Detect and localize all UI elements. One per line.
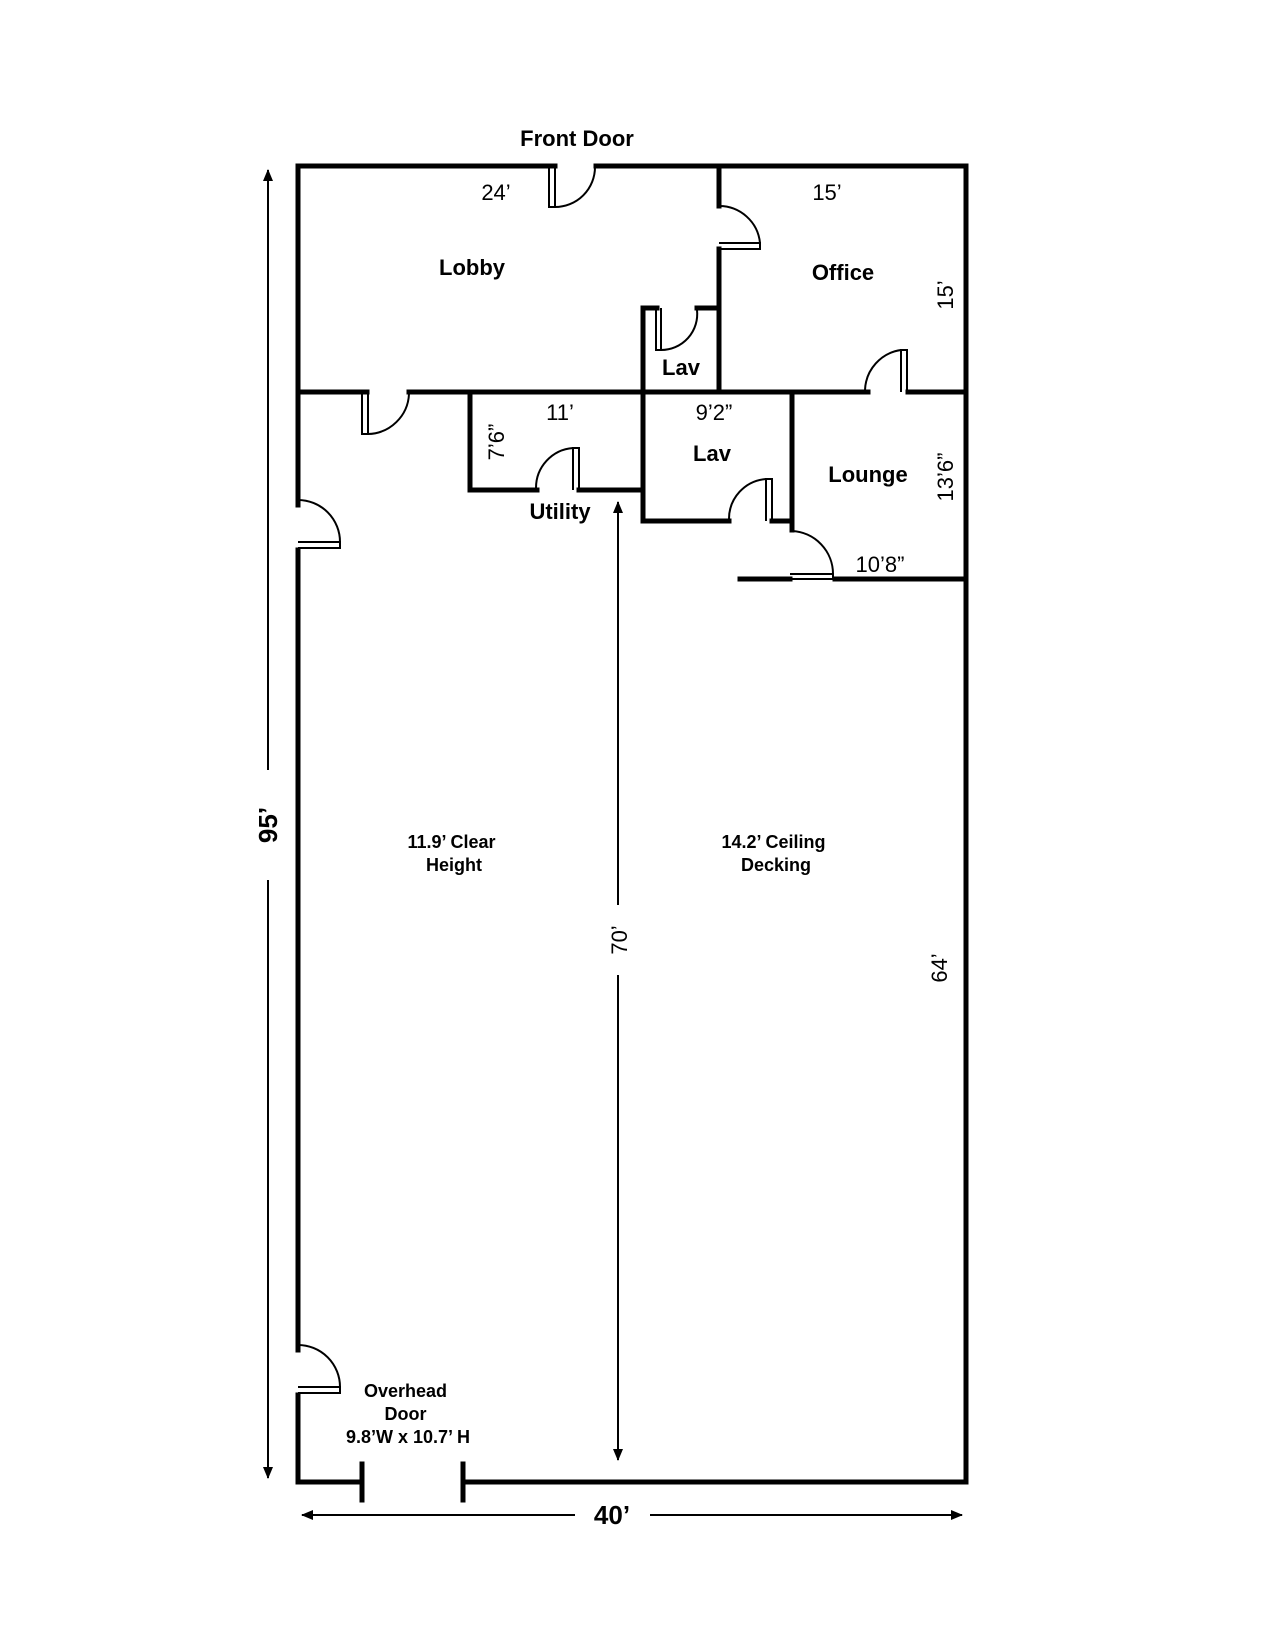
utility-label: Utility xyxy=(529,499,591,524)
lobby-width-dim: 24’ xyxy=(481,180,510,205)
lower-lav-door-swing-icon xyxy=(727,478,773,521)
lounge-width-dim: 10’8” xyxy=(856,552,905,577)
overhead-door-swing-icon xyxy=(297,1344,341,1394)
overall-width-dim: 40’ xyxy=(594,1500,630,1530)
office-depth-dim: 15’ xyxy=(933,280,958,309)
utility-width-dim: 11’ xyxy=(546,400,574,425)
warehouse-depth-dim: 70’ xyxy=(607,925,632,954)
exterior-walls xyxy=(295,163,969,1503)
lounge-label: Lounge xyxy=(828,462,907,487)
office-label: Office xyxy=(812,260,874,285)
lav-upper-label: Lav xyxy=(662,355,701,380)
dimension-labels: 24’ 15’ 15’ 11’ 7’6” 9’2” 13’6” 10’8” 70… xyxy=(253,180,958,1530)
doors xyxy=(297,166,908,1394)
utility-door-swing-icon xyxy=(534,447,580,490)
dimension-lines xyxy=(263,169,963,1520)
interior-walls xyxy=(297,163,969,582)
office-lower-door-swing-icon xyxy=(864,349,908,392)
overall-depth-dim: 95’ xyxy=(253,807,283,843)
office-width-dim: 15’ xyxy=(812,180,841,205)
lounge-depth-dim: 13’6” xyxy=(933,453,958,502)
front-door-swing-icon xyxy=(548,166,596,208)
side-door-swing-icon xyxy=(297,499,341,549)
utility-depth-dim: 7’6” xyxy=(484,424,509,461)
clear-height-label: 11.9’ Clear Height xyxy=(407,832,500,875)
upper-lav-door-swing-icon xyxy=(655,308,699,352)
front-door-label: Front Door xyxy=(520,126,634,151)
lav-lower-label: Lav xyxy=(693,441,732,466)
corridor-door-swing-icon xyxy=(361,392,410,435)
ceiling-decking-label: 14.2’ Ceiling Decking xyxy=(721,832,830,875)
right-wall-dim: 64’ xyxy=(927,953,952,982)
overhead-door-label: Overhead Door 9.8’W x 10.7’ H xyxy=(346,1381,470,1447)
lounge-door-swing-icon xyxy=(790,530,835,580)
room-labels: Front Door Lobby Office Lav Lav Utility … xyxy=(346,126,908,1447)
lobby-label: Lobby xyxy=(439,255,506,280)
office-door-swing-icon xyxy=(718,204,761,250)
lav-width-dim: 9’2” xyxy=(696,400,733,425)
